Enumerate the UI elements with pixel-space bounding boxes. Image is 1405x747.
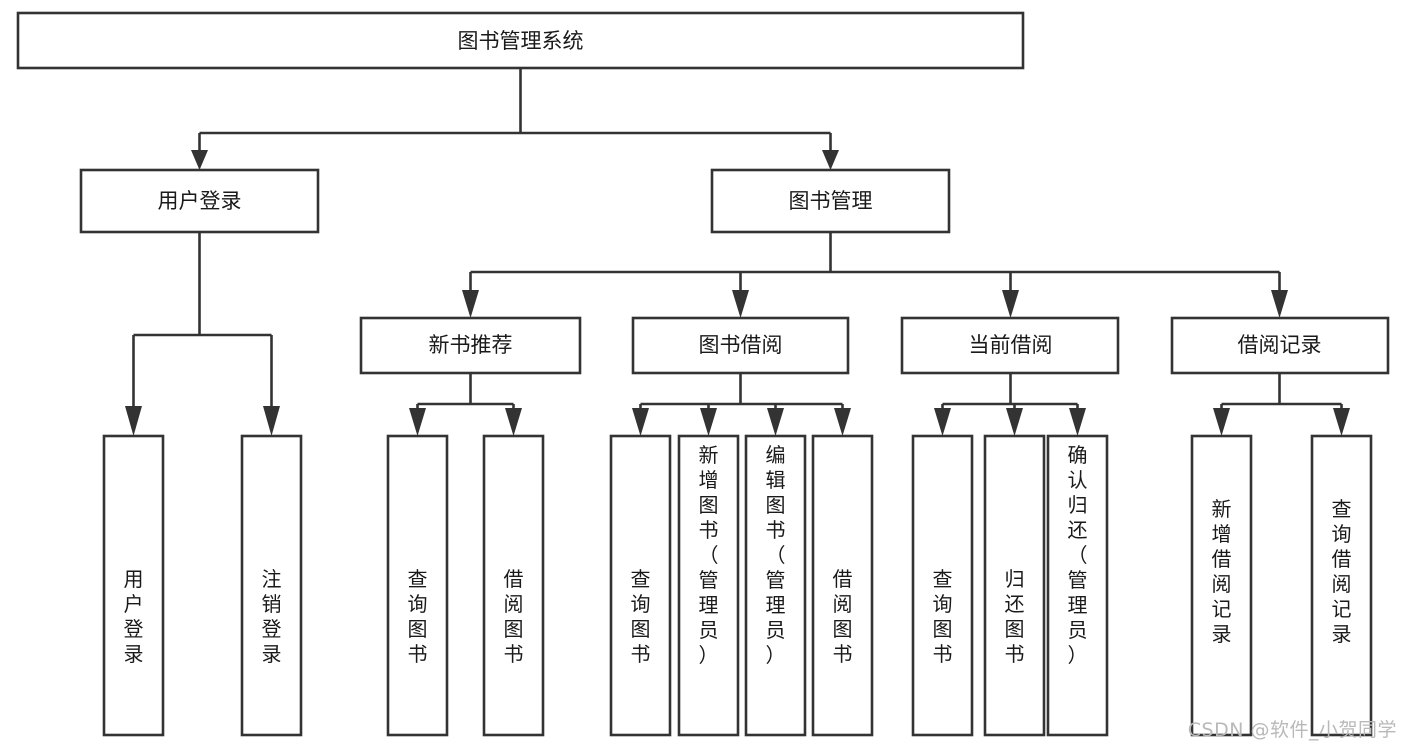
node-root-system-label: 图书管理系统: [458, 29, 584, 53]
leaf-borrow-book-nb[interactable]: 借阅图书: [482, 434, 545, 737]
leaf-logout-login[interactable]: 注销登录: [240, 434, 303, 737]
node-book-management-box[interactable]: [710, 168, 951, 234]
leaf-edit-book[interactable]: 编辑图书（管理员）: [744, 434, 807, 737]
arrow-leaf-query-book-cb: [934, 408, 951, 436]
arrow-leaf-user-login: [125, 406, 142, 436]
leaf-query-book-cb-label: 查询图书: [933, 567, 953, 666]
leaf-query-book-nb[interactable]: 查询图书: [386, 434, 449, 737]
leaf-query-book-bb-label: 查询图书: [631, 567, 651, 666]
arrow-leaf-return-book: [1006, 408, 1023, 436]
arrow-leaf-query-record: [1333, 408, 1350, 436]
leaf-borrow-book-bb[interactable]: 借阅图书: [811, 434, 874, 737]
leaf-query-book-bb[interactable]: 查询图书: [609, 434, 672, 737]
leaf-return-book-label: 归还图书: [1005, 567, 1025, 666]
leaf-add-record-label: 新增借阅记录: [1212, 497, 1232, 646]
node-root-system-box[interactable]: [16, 11, 1025, 70]
node-user-login-box[interactable]: [79, 168, 320, 234]
leaf-add-book-label: 新增图书（管理员）: [699, 443, 719, 667]
arrow-leaf-add-book: [700, 408, 717, 436]
leaf-confirm-return-label: 确认归还（管理员）: [1068, 443, 1088, 667]
leaf-add-book[interactable]: 新增图书（管理员）: [677, 434, 740, 737]
arrow-leaf-borrow-book-nb: [505, 408, 522, 436]
leaf-query-book-bb-box[interactable]: [609, 434, 672, 737]
leaf-add-record[interactable]: 新增借阅记录: [1190, 434, 1253, 737]
node-borrow-record-label: 借阅记录: [1238, 333, 1322, 357]
arrow-to-user-login: [191, 150, 208, 170]
leaf-confirm-return[interactable]: 确认归还（管理员）: [1046, 434, 1109, 737]
leaf-query-book-nb-label: 查询图书: [408, 567, 428, 666]
leaf-add-record-box[interactable]: [1190, 434, 1253, 737]
node-new-book-recommend-label: 新书推荐: [429, 333, 513, 357]
node-current-borrow-box[interactable]: [900, 316, 1120, 375]
leaf-borrow-book-bb-label: 借阅图书: [833, 567, 853, 666]
connectors-group: [125, 68, 1350, 436]
leaf-user-login-box[interactable]: [102, 434, 165, 737]
leaf-add-book-box[interactable]: [677, 434, 740, 737]
node-borrow-record-box[interactable]: [1170, 316, 1390, 375]
node-user-login-label: 用户登录: [158, 189, 242, 213]
arrow-to-book-borrow: [732, 290, 749, 318]
leaf-user-login[interactable]: 用户登录: [102, 434, 165, 737]
leaf-return-book[interactable]: 归还图书: [983, 434, 1046, 737]
node-new-book-recommend-box[interactable]: [359, 316, 582, 375]
leaf-query-book-cb[interactable]: 查询图书: [911, 434, 974, 737]
leaf-query-record-label: 查询借阅记录: [1332, 497, 1352, 646]
leaf-query-record[interactable]: 查询借阅记录: [1310, 434, 1373, 737]
leaf-user-login-label: 用户登录: [124, 567, 144, 666]
node-book-management-label: 图书管理: [789, 189, 873, 213]
node-borrow-record[interactable]: 借阅记录: [1170, 316, 1390, 375]
arrow-to-book-mgmt: [822, 150, 839, 170]
leaf-logout-login-box[interactable]: [240, 434, 303, 737]
leaf-return-book-box[interactable]: [983, 434, 1046, 737]
arrow-to-borrow-record: [1271, 290, 1288, 318]
arrow-leaf-query-book-nb: [409, 408, 426, 436]
node-current-borrow[interactable]: 当前借阅: [900, 316, 1120, 375]
arrow-leaf-add-record: [1213, 408, 1230, 436]
leaf-borrow-book-nb-box[interactable]: [482, 434, 545, 737]
node-new-book-recommend[interactable]: 新书推荐: [359, 316, 582, 375]
arrow-leaf-borrow-book-bb: [834, 408, 851, 436]
leaf-borrow-book-nb-label: 借阅图书: [504, 567, 524, 666]
arrow-leaf-confirm-return: [1069, 408, 1086, 436]
node-current-borrow-label: 当前借阅: [969, 333, 1053, 357]
node-book-borrow-label: 图书借阅: [699, 333, 783, 357]
arrow-leaf-query-book-bb: [632, 408, 649, 436]
node-book-borrow[interactable]: 图书借阅: [631, 316, 850, 375]
arrow-leaf-edit-book: [767, 408, 784, 436]
leaf-edit-book-box[interactable]: [744, 434, 807, 737]
leaf-query-book-nb-box[interactable]: [386, 434, 449, 737]
arrow-leaf-logout-login: [263, 406, 280, 436]
node-book-borrow-box[interactable]: [631, 316, 850, 375]
arrow-to-new-book-recommend: [462, 290, 479, 318]
arrow-to-current-borrow: [1002, 290, 1019, 318]
leaf-borrow-book-bb-box[interactable]: [811, 434, 874, 737]
leaf-query-book-cb-box[interactable]: [911, 434, 974, 737]
node-book-management[interactable]: 图书管理: [710, 168, 951, 234]
leaf-logout-login-label: 注销登录: [262, 567, 282, 666]
node-root-system[interactable]: 图书管理系统: [16, 11, 1025, 70]
node-user-login[interactable]: 用户登录: [79, 168, 320, 234]
leaf-confirm-return-box[interactable]: [1046, 434, 1109, 737]
leaf-query-record-box[interactable]: [1310, 434, 1373, 737]
leaf-edit-book-label: 编辑图书（管理员）: [766, 443, 786, 667]
